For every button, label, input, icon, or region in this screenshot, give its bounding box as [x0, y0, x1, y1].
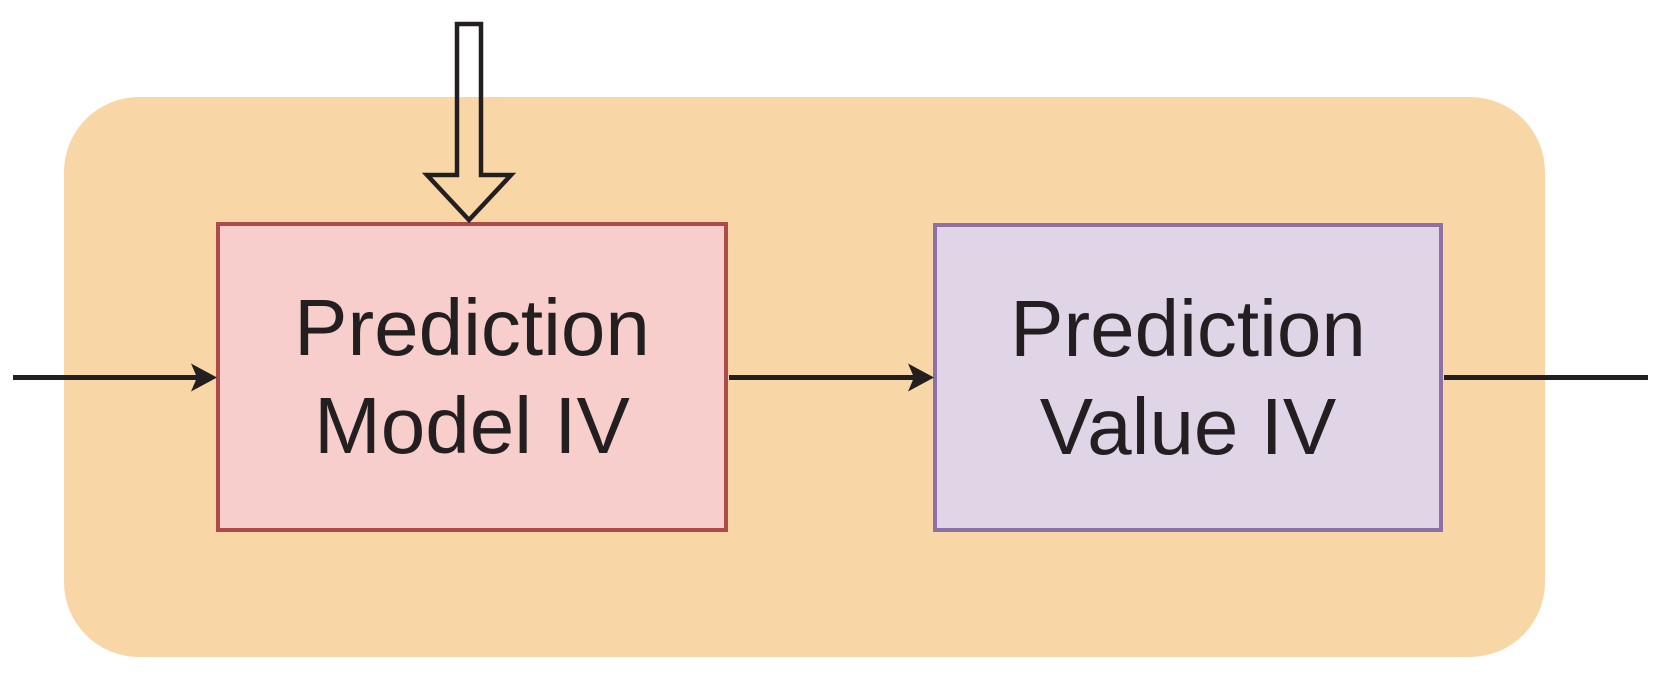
node-prediction-value-iv: Prediction Value IV — [933, 223, 1443, 532]
node-prediction-value-iv-label-line2: Value IV — [1039, 381, 1337, 471]
node-prediction-model-iv-label-line2: Model IV — [314, 381, 630, 470]
node-prediction-model-iv: Prediction Model IV — [216, 222, 728, 532]
node-prediction-value-iv-label-line1: Prediction — [1010, 283, 1366, 373]
node-prediction-model-iv-label-line1: Prediction — [294, 283, 650, 373]
